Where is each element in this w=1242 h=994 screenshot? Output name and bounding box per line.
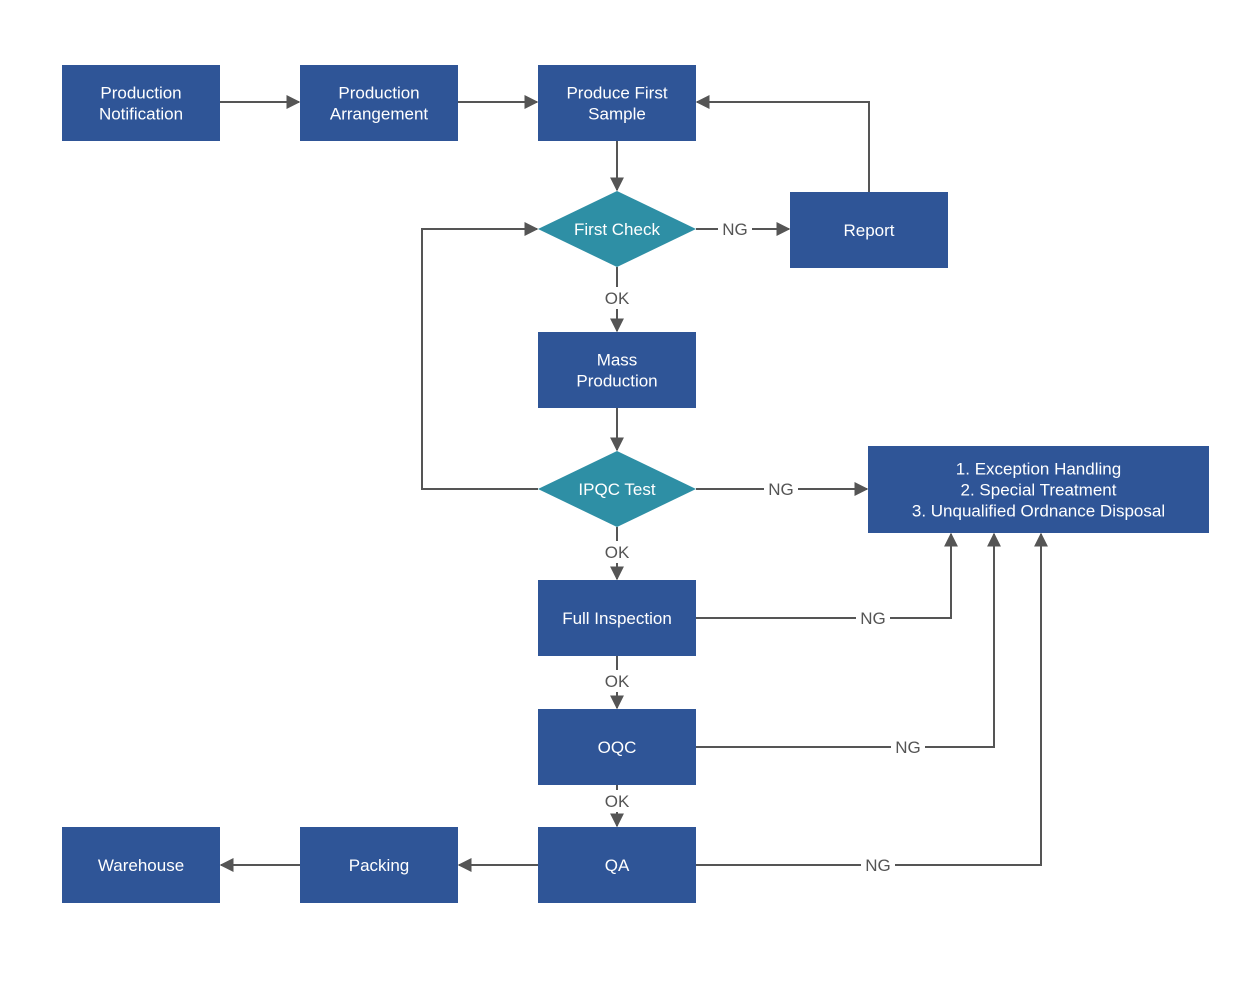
produce-first-sample-label-line: Sample: [588, 105, 646, 124]
edge-label-background: [861, 854, 895, 876]
process-box: [62, 827, 220, 903]
full-inspection-label-line: Full Inspection: [562, 609, 672, 628]
edge-label-background: [600, 287, 634, 309]
qa-label-line: QA: [605, 856, 630, 875]
process-box: [538, 332, 696, 408]
report-label-line: Report: [843, 221, 894, 240]
warehouse-label-line: Warehouse: [98, 856, 184, 875]
first-check-label-line: First Check: [574, 220, 660, 239]
step-full-inspection: Full Inspection: [538, 580, 696, 656]
process-box: [538, 827, 696, 903]
edge-label-background: [856, 607, 890, 629]
mass-production-label-line: Mass: [597, 351, 638, 370]
decision-first-check: First Check: [538, 191, 696, 267]
produce-first-sample-label-line: Produce First: [566, 84, 667, 103]
step-report: Report: [790, 192, 948, 268]
edge-label-background: [600, 790, 634, 812]
edge-qa-to-exception: [696, 532, 1048, 866]
edge-label-background: [764, 478, 798, 500]
exception-box-label-line: 1. Exception Handling: [956, 460, 1121, 479]
edge-label-background: [891, 736, 925, 758]
edge-label-oqc-to-qa: OK: [605, 792, 630, 811]
process-box: [790, 192, 948, 268]
edge-label-full-inspection-to-oqc: OK: [605, 672, 630, 691]
production-notification-label-line: Notification: [99, 105, 183, 124]
edge-full-inspection-to-exception: [696, 532, 958, 619]
edge-label-ipqc-to-full-inspection: OK: [605, 543, 630, 562]
process-box: [538, 709, 696, 785]
step-warehouse: Warehouse: [62, 827, 220, 903]
step-exception-box: 1. Exception Handling 2. Special Treatmen…: [868, 446, 1209, 533]
ipqc-test-label-line: IPQC Test: [578, 480, 655, 499]
mass-production-label-line: Production: [576, 372, 657, 391]
production-arrangement-label-line: Arrangement: [330, 105, 429, 124]
edge-label-background: [600, 541, 634, 563]
decision-ipqc-test: IPQC Test: [538, 451, 696, 527]
packing-label-line: Packing: [349, 856, 409, 875]
process-box: [300, 827, 458, 903]
process-box: [868, 446, 1209, 533]
decision-diamond: [538, 451, 696, 527]
process-box: [300, 65, 458, 141]
step-packing: Packing: [300, 827, 458, 903]
edge-label-first-check-to-report: NG: [722, 220, 748, 239]
edge-label-qa-to-exception: NG: [865, 856, 891, 875]
edge-report-to-first-sample: [695, 95, 870, 192]
production-notification-label-line: Production: [100, 84, 181, 103]
exception-box-label-line: 2. Special Treatment: [961, 481, 1117, 500]
step-oqc: OQC: [538, 709, 696, 785]
edge-label-full-inspection-to-exception: NG: [860, 609, 886, 628]
process-box: [538, 580, 696, 656]
process-box: [62, 65, 220, 141]
decision-diamond: [538, 191, 696, 267]
edge-label-background: [718, 218, 752, 240]
edge-label-ipqc-to-exception: NG: [768, 480, 794, 499]
step-qa: QA: [538, 827, 696, 903]
exception-box-label-line: 3. Unqualified Ordnance Disposal: [912, 502, 1165, 521]
production-arrangement-label-line: Production: [338, 84, 419, 103]
edge-label-first-check-to-mass-production: OK: [605, 289, 630, 308]
edge-label-oqc-to-exception: NG: [895, 738, 921, 757]
edge-ipqc-to-first-check: [421, 222, 539, 490]
edge-label-background: [600, 670, 634, 692]
edge-oqc-to-exception: [696, 532, 1001, 748]
process-box: [538, 65, 696, 141]
oqc-label-line: OQC: [598, 738, 637, 757]
